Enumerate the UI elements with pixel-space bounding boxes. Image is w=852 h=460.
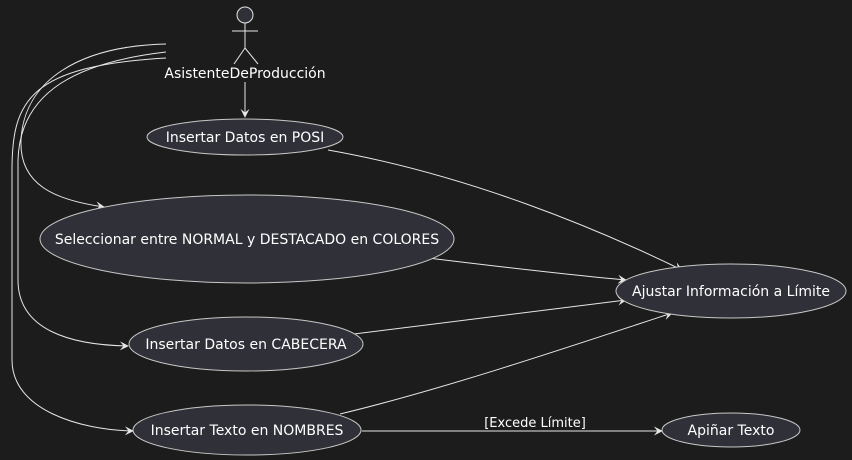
use-case-label: Insertar Datos en POSI (166, 130, 325, 146)
edge-actor-nombres (11, 57, 167, 436)
use-case-ajustar-limite[interactable]: Ajustar Información a Límite (615, 263, 847, 319)
edge-posi-ajustar (327, 149, 683, 271)
use-case-ellipse (128, 316, 364, 372)
edge-cabecera-ajustar (353, 296, 627, 335)
use-case-label: Insertar Datos en CABECERA (145, 337, 347, 353)
use-case-ellipse (39, 194, 455, 284)
edge-actor-cabecera (17, 51, 167, 351)
use-case-seleccionar-colores[interactable]: Seleccionar entre NORMAL y DESTACADO en … (39, 194, 455, 284)
use-case-ellipse (132, 404, 362, 456)
edge-nombres-ajustar (339, 311, 673, 415)
edge-colores-ajustar (427, 257, 627, 284)
actor-left-leg (233, 47, 246, 65)
actor-asistente[interactable] (232, 6, 259, 65)
use-case-ellipse (661, 412, 801, 448)
use-case-apinar-texto[interactable]: Apiñar Texto (661, 412, 801, 448)
use-case-insertar-cabecera[interactable]: Insertar Datos en CABECERA (128, 316, 364, 372)
use-case-insertar-nombres[interactable]: Insertar Texto en NOMBRES (132, 404, 362, 456)
use-case-insertar-posi[interactable]: Insertar Datos en POSI (146, 118, 344, 156)
actor-head (236, 6, 254, 24)
use-case-ellipse (615, 263, 847, 319)
actor-name: AsistenteDeProducción (164, 66, 325, 82)
use-case-label: Apiñar Texto (688, 423, 775, 439)
use-case-label: Insertar Texto en NOMBRES (151, 423, 344, 439)
edge-label-excede-limite: [Excede Límite] (484, 416, 586, 431)
use-case-label: Ajustar Información a Límite (632, 284, 830, 300)
actor-right-leg (244, 47, 259, 65)
edge-actor-colores (20, 43, 167, 211)
use-case-label: Seleccionar entre NORMAL y DESTACADO en … (55, 232, 439, 248)
use-case-ellipse (146, 118, 344, 156)
